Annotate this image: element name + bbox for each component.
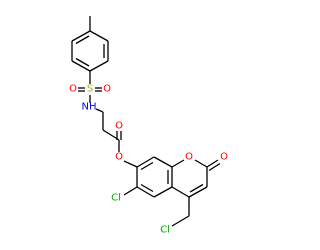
atom-label-sulfonyl-oxygen-right: O [103, 84, 111, 95]
atom-label-chloromethyl-chlorine: Cl [160, 225, 170, 236]
bond-aromatic [153, 186, 173, 198]
molecule-structure: O S O NH O O O O Cl Cl [69, 16, 228, 236]
atom-label-ester-oxygen: O [115, 152, 123, 163]
bond-chain [102, 129, 120, 141]
bond-aromatic [89, 60, 109, 72]
bond-aromatic [136, 186, 155, 198]
bond-aromatic [71, 60, 91, 72]
bond-chloromethyl [171, 215, 190, 227]
atom-label-carbonyl-oxygen: O [115, 121, 123, 132]
bond-pyranone [188, 186, 208, 198]
bond-aromatic-inner [140, 161, 154, 171]
bond-aromatic [153, 156, 173, 168]
bond-ester-aryl [123, 160, 138, 168]
atom-label-sulfur: S [87, 84, 93, 95]
bonds [71, 16, 221, 227]
atom-label-ring-chlorine: Cl [111, 193, 121, 204]
bond-aromatic-inner [75, 35, 90, 45]
bond-ring-chlorine [123, 186, 138, 196]
bond-aromatic-inner [75, 57, 90, 67]
bond-lactone-carbonyl [206, 159, 219, 168]
bond-ring-oxygen [171, 159, 185, 168]
bond-aromatic [71, 30, 91, 42]
atom-label-amide-nitrogen: NH [82, 102, 97, 113]
bond-ring-oxygen [194, 159, 208, 168]
bond-aromatic [89, 30, 109, 42]
bond-lactone-carbonyl [208, 162, 221, 172]
atom-label-lactone-oxygen: O [220, 152, 228, 163]
atom-label-ring-oxygen: O [185, 152, 193, 163]
bond-pyranone [171, 186, 190, 198]
bond-aromatic [136, 156, 155, 168]
atom-label-sulfonyl-oxygen-left: O [69, 84, 77, 95]
bond-aromatic-inner [140, 183, 154, 193]
bond-pyranone-inner [189, 183, 204, 193]
atom-labels: O S O NH O O O O Cl Cl [69, 84, 228, 236]
bond-nitrogen-carbon [95, 108, 104, 113]
